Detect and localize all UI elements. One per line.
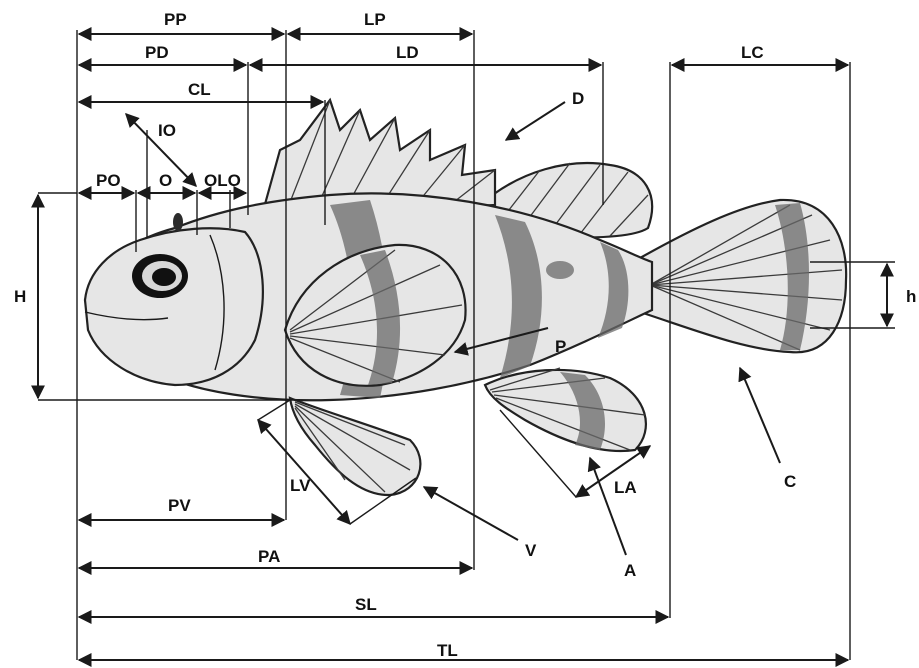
label-cl: CL — [188, 80, 211, 99]
label-v: V — [525, 541, 537, 560]
label-h: H — [14, 287, 26, 306]
label-io: IO — [158, 121, 176, 140]
scorpionfish-illustration — [85, 100, 846, 495]
label-pa: PA — [258, 547, 280, 566]
c-pointer — [740, 368, 780, 463]
label-sl: SL — [355, 595, 377, 614]
label-o: O — [159, 171, 172, 190]
label-pp: PP — [164, 10, 187, 29]
label-po: PO — [96, 171, 121, 190]
label-h-small: h — [906, 287, 916, 306]
label-ld: LD — [396, 43, 419, 62]
label-pd: PD — [145, 43, 169, 62]
la-dimension — [576, 446, 650, 497]
label-c: C — [784, 472, 796, 491]
label-lv: LV — [290, 476, 311, 495]
label-a: A — [624, 561, 636, 580]
a-pointer — [590, 458, 626, 555]
label-p: P — [555, 337, 566, 356]
fish-head — [85, 228, 263, 385]
anal-fin — [485, 370, 646, 451]
fish-eye — [132, 254, 188, 298]
label-la: LA — [614, 478, 637, 497]
label-lc: LC — [741, 43, 764, 62]
label-d: D — [572, 89, 584, 108]
label-olo: OLO — [204, 171, 241, 190]
label-pv: PV — [168, 496, 191, 515]
label-lp: LP — [364, 10, 386, 29]
label-tl: TL — [437, 641, 458, 660]
v-pointer — [424, 487, 518, 540]
d-pointer — [506, 102, 565, 140]
